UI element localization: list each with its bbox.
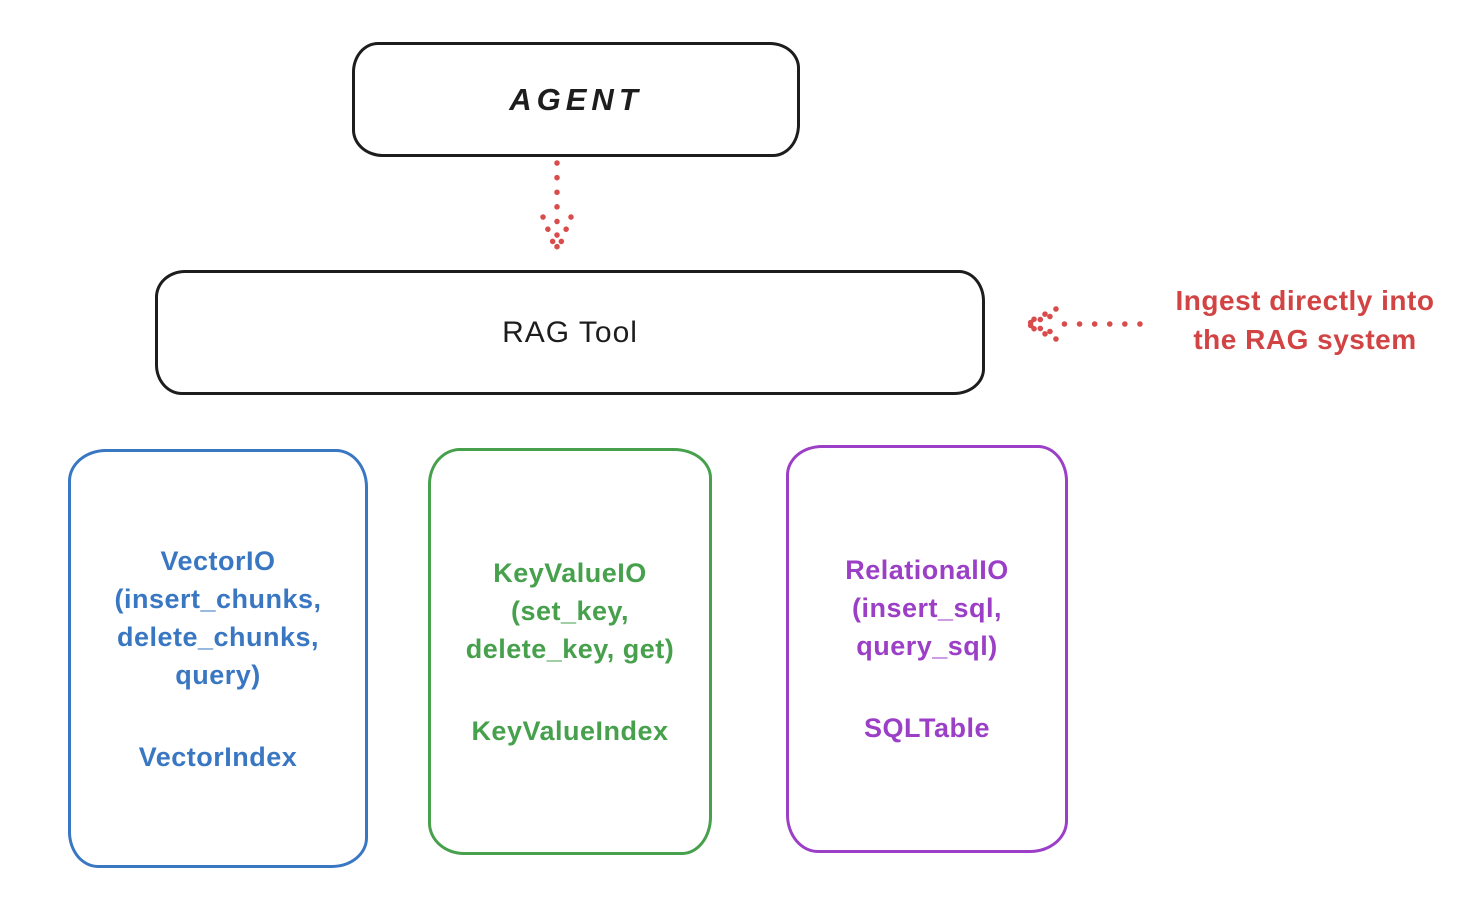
keyvalue-io-methods-line1: (set_key, bbox=[510, 595, 630, 626]
relational-io-title: RelationalIO bbox=[845, 555, 1009, 585]
sql-table-label: SQLTable bbox=[863, 713, 990, 743]
annotation-arrow-icon bbox=[1022, 306, 1143, 342]
keyvalue-io-title: KeyValueIO bbox=[493, 557, 647, 588]
ingest-annotation: Ingest directly into the RAG system bbox=[1135, 281, 1475, 359]
keyvalue-index-label: KeyValueIndex bbox=[471, 715, 669, 746]
vector-io-methods-line3: query) bbox=[175, 659, 261, 690]
relational-io-methods-line2: query_sql) bbox=[856, 631, 998, 661]
keyvalue-io-methods-line2: delete_key, get) bbox=[465, 633, 675, 664]
rag-tool-node: RAG Tool bbox=[155, 270, 985, 395]
vector-io-methods-line2: delete_chunks, bbox=[116, 621, 320, 652]
relational-io-node: RelationalIO (insert_sql, query_sql) SQL… bbox=[786, 445, 1068, 853]
relational-io-methods-line1: (insert_sql, bbox=[851, 593, 1003, 623]
ingest-annotation-line1: Ingest directly into bbox=[1175, 285, 1435, 316]
rag-tool-label: RAG Tool bbox=[502, 315, 638, 349]
keyvalue-io-node: KeyValueIO (set_key, delete_key, get) Ke… bbox=[428, 448, 712, 855]
ingest-annotation-line2: the RAG system bbox=[1193, 324, 1417, 355]
vector-io-title: VectorIO bbox=[160, 545, 276, 576]
agent-to-rag-arrow-icon bbox=[540, 160, 574, 261]
agent-label: AGENT bbox=[509, 81, 643, 117]
agent-node: AGENT bbox=[352, 42, 800, 157]
vector-index-label: VectorIndex bbox=[138, 741, 298, 772]
vector-io-node: VectorIO (insert_chunks, delete_chunks, … bbox=[68, 449, 368, 868]
vector-io-methods-line1: (insert_chunks, bbox=[114, 583, 322, 614]
